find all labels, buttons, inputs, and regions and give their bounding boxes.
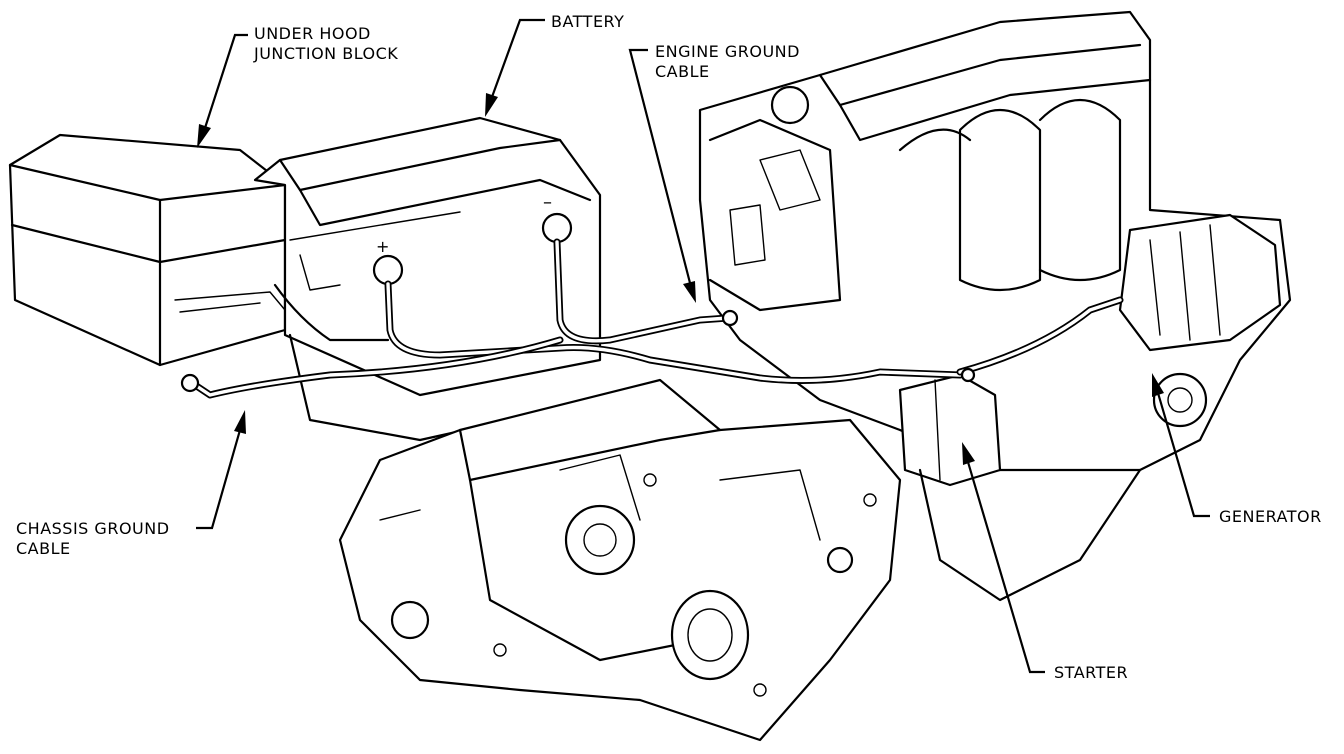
callout-line: CABLE — [16, 539, 71, 558]
callout-generator: GENERATOR — [1219, 507, 1322, 527]
transaxle-drawing — [338, 378, 902, 742]
wiring-cables — [180, 238, 1124, 399]
callout-line: BATTERY — [551, 12, 625, 31]
callout-battery: BATTERY — [551, 12, 624, 32]
callout-chassis-ground-cable: CHASSIS GROUND CABLE — [16, 519, 170, 559]
negative-terminal-mark: – — [543, 192, 552, 213]
negative-terminal — [541, 212, 573, 244]
callout-starter: STARTER — [1054, 663, 1128, 683]
callout-line: UNDER HOOD — [254, 24, 371, 43]
callout-line: JUNCTION BLOCK — [254, 44, 399, 63]
junction-block-drawing — [8, 133, 287, 367]
callout-engine-ground-cable: ENGINE GROUND CABLE — [655, 42, 800, 82]
positive-terminal — [372, 254, 404, 286]
callout-line: ENGINE GROUND — [655, 42, 800, 61]
battery-drawing — [253, 116, 602, 442]
callout-line: STARTER — [1054, 663, 1129, 682]
engine-drawing — [698, 10, 1292, 602]
callout-line: CHASSIS GROUND — [16, 519, 170, 538]
callout-under-hood-junction-block: UNDER HOOD JUNCTION BLOCK — [254, 24, 398, 64]
callout-line: GENERATOR — [1219, 507, 1322, 526]
positive-terminal-mark: + — [376, 237, 389, 256]
leader-lines — [196, 18, 1210, 674]
callout-line: CABLE — [655, 62, 710, 81]
